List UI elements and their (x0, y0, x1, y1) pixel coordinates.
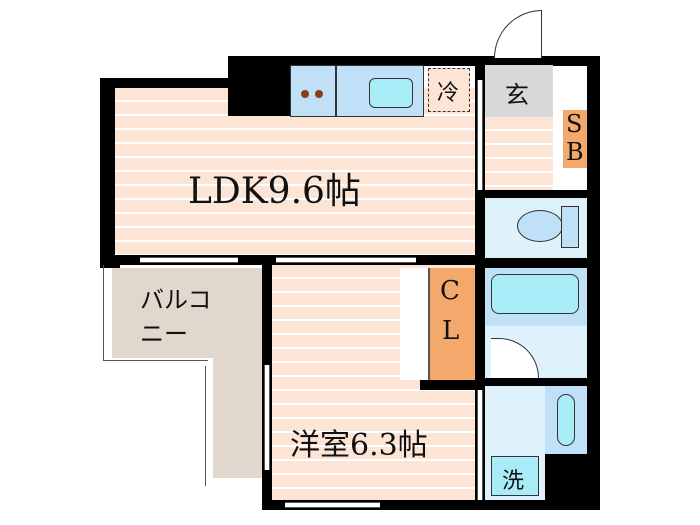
toilet-tank-icon (561, 206, 579, 248)
hallway-floor (485, 117, 553, 190)
vanity-sink-icon (557, 394, 575, 446)
western-room-label: 洋室6.3帖 (290, 428, 428, 463)
closet-label-c: C (440, 276, 460, 306)
fridge-space: 冷 (428, 68, 470, 112)
closet: C L (430, 268, 475, 380)
top-wall-left (100, 78, 235, 88)
closet-doors[interactable] (400, 268, 430, 380)
top-wall (228, 56, 598, 66)
shoe-box-label-s: S (566, 110, 583, 138)
closet-bottom-wall-over (420, 380, 485, 390)
window-bedroom-side[interactable] (264, 365, 270, 470)
front-door-swing[interactable] (494, 10, 542, 58)
bottom-wall (262, 500, 600, 510)
window-ldk-balcony[interactable] (140, 257, 238, 263)
balcony-outline (103, 265, 265, 360)
burner-icon (315, 90, 323, 98)
balcony (112, 268, 262, 358)
right-wall (587, 56, 600, 506)
shoe-box: S B (563, 110, 587, 168)
entrance-bottom-wall (475, 190, 600, 198)
balcony-lower-edge (205, 366, 206, 486)
window-bedroom-bottom[interactable] (285, 502, 380, 508)
toilet-bowl-icon (517, 210, 563, 242)
wet-area-left-wall (475, 56, 485, 506)
entrance-genkan: 玄 (485, 65, 553, 117)
washroom-corner (545, 454, 587, 500)
washer-space: 洗 (489, 454, 541, 498)
burner-icon (301, 90, 309, 98)
fridge-label: 冷 (437, 81, 460, 106)
sliding-door-washroom[interactable] (477, 390, 483, 500)
sliding-door-hall[interactable] (477, 80, 483, 190)
balcony-label-2: ニー (140, 320, 188, 348)
balcony-label-1: バルコ (140, 286, 212, 314)
closet-label-l: L (442, 316, 460, 346)
sink-basin-icon (369, 78, 413, 108)
balcony-lower-outline (103, 360, 208, 361)
ldk-label: LDK9.6帖 (188, 171, 361, 212)
shoe-box-label-b: B (566, 138, 584, 166)
toilet-bottom-wall (475, 258, 600, 268)
bath-bottom-wall (475, 378, 600, 386)
washroom: 洗 (485, 386, 587, 500)
balcony-lower (213, 358, 262, 478)
entrance-label: 玄 (505, 81, 529, 109)
toilet-room (485, 198, 587, 258)
bath-door-swing[interactable] (491, 338, 539, 378)
kitchen-wall-block-over (228, 56, 290, 116)
bathroom (485, 268, 587, 326)
kitchen-sink-counter (336, 65, 424, 117)
bathtub-icon (491, 274, 579, 314)
washer-label: 洗 (502, 469, 525, 494)
window-bedroom-top[interactable] (276, 257, 416, 263)
bath-door-area (485, 326, 587, 378)
stove (290, 65, 336, 117)
